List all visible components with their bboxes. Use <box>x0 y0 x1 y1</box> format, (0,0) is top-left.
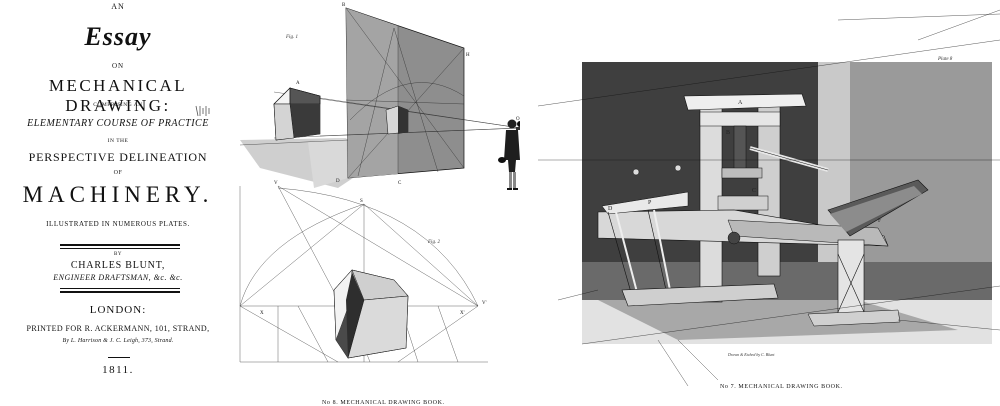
title-in-the: IN THE <box>107 138 129 144</box>
year-rule <box>108 357 130 358</box>
title-comprising: COMPRISING AN <box>93 102 143 108</box>
title-essay: Essay <box>84 22 152 51</box>
printed-for: PRINTED FOR R. ACKERMANN, 101, STRAND, <box>26 324 210 333</box>
fig-2-label: Fig. 2 <box>427 240 440 245</box>
printers-line: By L. Harrison & J. C. Leigh, 373, Stran… <box>62 338 174 344</box>
title-mechanical-drawing: MECHANICAL DRAWING: <box>48 76 188 115</box>
observer-figure <box>516 121 520 130</box>
label-x: X <box>260 311 264 316</box>
press-label-b: B <box>726 130 730 136</box>
label-h: H <box>466 53 470 58</box>
press-label-a: A <box>738 100 743 106</box>
title-perspective-delineation: PERSPECTIVE DELINEATION <box>28 150 208 164</box>
publication-year: 1811. <box>102 364 134 376</box>
title-page: AN Essay ON MECHANICAL DRAWING: COMPRISI… <box>0 0 236 404</box>
press-label-d: D <box>608 206 613 212</box>
label-b: B <box>342 3 346 8</box>
margin-scribble-icon <box>195 105 210 117</box>
rule-thick-top <box>60 244 180 246</box>
press-label-f: F <box>878 218 882 224</box>
label-d: D <box>336 179 340 184</box>
title-by: BY <box>114 252 122 257</box>
press-label-p: P <box>648 200 652 206</box>
press-label-c: C <box>752 188 756 194</box>
plate-8: A B C D H O V V' X X' S Fig. 1 Fig. 2 No… <box>238 0 520 406</box>
author-name: CHARLES BLUNT, <box>70 260 166 271</box>
title-elementary-course: ELEMENTARY COURSE OF PRACTICE <box>27 118 209 129</box>
author-title: ENGINEER DRAFTSMAN, &c. &c. <box>53 273 183 282</box>
label-o: O <box>516 117 520 122</box>
publication-city: LONDON: <box>89 304 147 316</box>
plate-8-drawing: A B C D H O V V' X X' S Fig. 1 Fig. 2 <box>239 3 520 363</box>
label-sight: S <box>360 199 363 204</box>
label-c: C <box>398 181 402 186</box>
label-x-prime: X' <box>460 311 465 316</box>
label-v-prime: V' <box>482 301 487 306</box>
title-an: AN <box>111 2 125 11</box>
title-illustrated: ILLUSTRATED IN NUMEROUS PLATES. <box>46 220 190 228</box>
plate-8-caption: No 8. MECHANICAL DRAWING BOOK. <box>322 400 445 406</box>
engraver-credit: Drawn & Etched by C. Blunt <box>727 352 775 357</box>
label-a: A <box>296 81 300 86</box>
title-on: ON <box>111 62 125 70</box>
fig-1-label: Fig. 1 <box>285 35 298 40</box>
plate-7-drawing: A B C D P F Plate 8 Drawn & Etched by C.… <box>538 9 1000 387</box>
rule-thin-bottom <box>60 288 180 289</box>
title-of: OF <box>113 170 123 176</box>
rule-thin-top <box>60 248 180 249</box>
plate-7-caption: No 7. MECHANICAL DRAWING BOOK. <box>720 384 843 390</box>
observer-man-icon <box>498 119 520 190</box>
plate-7-number: Plate 8 <box>937 57 953 62</box>
title-machinery: MACHINERY. <box>22 182 214 207</box>
plate-7: A B C D P F Plate 8 Drawn & Etched by C.… <box>538 0 1000 404</box>
rule-thick-bottom <box>60 291 180 293</box>
label-v: V <box>274 181 278 186</box>
